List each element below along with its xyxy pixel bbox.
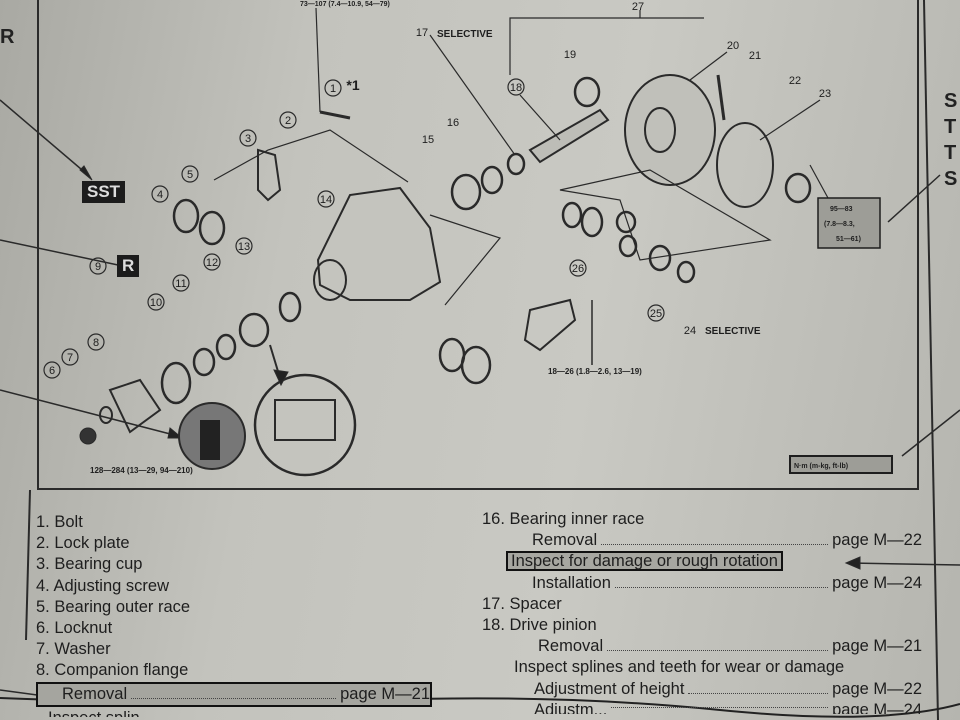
callout-22: 22 [789,75,801,87]
differential-case [716,122,774,208]
legend-item: 16. Bearing inner race [482,510,645,528]
callout-23: 23 [819,88,831,100]
callout-18: 18 [510,82,522,94]
ring-gear [624,74,716,186]
r-tag: R [117,255,140,277]
margin-letter: T [944,116,957,138]
legend-sub-item: Inspect splines and teeth for wear or da… [514,658,845,677]
callout-7: 7 [67,352,73,364]
ring-gear-torque-line: 51—61) [836,236,861,243]
ring-gear-torque-box [817,197,881,249]
ring-gear-torque-line: 95—83 [830,206,853,213]
sub-label: Removal [62,684,128,703]
callout-14: 14 [320,194,332,206]
detail-circle [253,373,357,477]
callout-8: 8 [93,337,99,349]
ring-gear-torque-line: (7.8—8.3, [824,221,855,228]
callout-17: 17 [416,27,428,39]
page-rule [923,0,939,720]
callout-2: 2 [285,115,291,127]
margin-text-left: R [0,26,15,48]
callout-15: 15 [422,134,434,146]
callout-9: 9 [95,261,101,273]
legend-sub-item: Inspect for damage or rough rotation [482,551,922,572]
callout-1: 1 [330,83,336,95]
drive-pinion [528,108,610,164]
legend-item: 5. Bearing outer race [36,597,191,616]
callout-26: 26 [572,263,584,275]
callout-10: 10 [150,297,162,309]
legend-item: 6. Locknut [36,619,113,638]
selective-label-24: SELECTIVE [705,326,761,337]
legend-item: 17. Spacer [482,594,562,613]
callout-1-note: *1 [346,77,359,93]
margin-letter: S [944,168,958,190]
cut-off-line: Inspect splin... [36,707,456,717]
callout-3: 3 [245,133,251,145]
callout-4: 4 [157,189,163,201]
lockplate-torque-spec: 18—26 (1.8—2.6, 13—19) [548,367,642,376]
legend-item: 7. Washer [36,640,111,659]
legend-item: 18. Drive pinion [482,616,597,635]
callout-25: 25 [650,308,662,320]
legend-item: 3. Bearing cup [36,555,143,574]
sst-tag: SST [82,181,126,203]
callout-13: 13 [238,241,250,253]
locknut-torque-spec: 128—284 (13—29, 94—210) [90,466,193,475]
callout-11: 11 [175,278,186,290]
selective-label-17: SELECTIVE [437,29,493,40]
callout-27: 27 [632,1,644,13]
callout-21: 21 [749,50,761,62]
highlighted-removal-line: Removal page M—21 [36,681,432,707]
carrier-housing [316,186,442,301]
diagram-frame [37,0,919,490]
legend-item: 1. Bolt [36,513,83,531]
legend-item: 2. Lock plate [36,534,130,553]
margin-text-right: S T T S [944,88,957,192]
highlighted-inspect-line: Inspect for damage or rough rotation [506,551,783,572]
unit-box [789,455,893,474]
callout-16: 16 [447,117,459,129]
margin-letter: S [944,90,958,112]
legend-left: 1. Bolt 2. Lock plate 3. Bearing cup 4. … [36,512,456,717]
page-ref: page M—21 [340,684,430,703]
bolt-torque-spec: 73—107 (7.4—10.9, 54—79) [300,1,390,8]
callout-6: 6 [49,365,55,377]
unit-box-text: N·m (m-kg, ft-lb) [794,463,848,470]
margin-letter: T [944,142,957,164]
legend-item: 8. Companion flange [36,661,189,680]
callout-24: 24 [684,325,696,337]
legend-item: 4. Adjusting screw [36,576,170,595]
callout-20: 20 [727,40,739,52]
callout-12: 12 [206,257,218,269]
legend-sub-item: Adjustm...page M—24 [534,700,922,714]
callout-19: 19 [564,49,576,61]
callout-5: 5 [187,169,193,181]
